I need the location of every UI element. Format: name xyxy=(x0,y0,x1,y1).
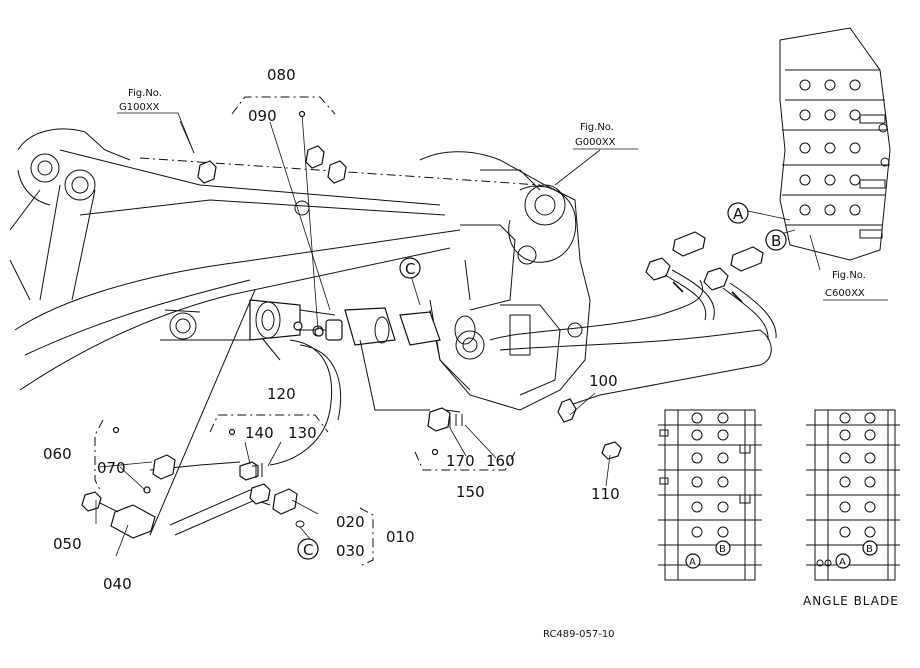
detail1-marker-b: B xyxy=(715,540,731,556)
callout-090: 090 xyxy=(248,107,277,125)
callout-labels: 080 090 120 140 130 060 070 050 040 020 … xyxy=(43,66,620,593)
figure-references: Fig.No. G100XX Fig.No. G000XX Fig.No. C6… xyxy=(117,88,888,301)
callout-070: 070 xyxy=(97,459,126,477)
fig-ref-c600-line2: C600XX xyxy=(825,288,865,299)
fig-ref-g000-line2: G000XX xyxy=(575,137,616,148)
callout-160: 160 xyxy=(486,452,515,470)
cylinder-and-fittings xyxy=(149,279,772,536)
callout-020: 020 xyxy=(336,513,365,531)
callout-030: 030 xyxy=(336,542,365,560)
callout-120: 120 xyxy=(267,385,296,403)
svg-text:A: A xyxy=(689,557,696,568)
caption-angle-blade: ANGLE BLADE xyxy=(803,594,899,608)
lower-left-fittings xyxy=(81,321,622,539)
valve-fittings xyxy=(645,231,777,341)
callout-050: 050 xyxy=(53,535,82,553)
svg-text:A: A xyxy=(733,205,744,223)
callout-080: 080 xyxy=(267,66,296,84)
swing-bracket-drawing xyxy=(419,151,591,411)
callout-060: 060 xyxy=(43,445,72,463)
svg-text:B: B xyxy=(719,544,726,555)
drawing-code: RC489-057-10 xyxy=(543,629,615,640)
marker-c-cylinder: C xyxy=(399,257,421,279)
detail2-marker-a: A xyxy=(835,553,851,569)
marker-b-main: B xyxy=(765,229,787,251)
connector-markers: A B C C xyxy=(297,202,787,560)
fig-ref-g000-line1: Fig.No. xyxy=(580,122,614,133)
group-brackets xyxy=(94,96,516,567)
fig-ref-g100-line2: G100XX xyxy=(119,102,160,113)
callout-140: 140 xyxy=(245,424,274,442)
svg-text:C: C xyxy=(405,260,415,278)
svg-text:C: C xyxy=(303,541,313,559)
marker-a-main: A xyxy=(727,202,749,224)
svg-text:B: B xyxy=(771,232,781,250)
boom-arm-drawing xyxy=(9,128,541,391)
fig-ref-c600-line1: Fig.No. xyxy=(832,270,866,281)
callout-130: 130 xyxy=(288,424,317,442)
callout-010: 010 xyxy=(386,528,415,546)
svg-text:A: A xyxy=(839,557,846,568)
callout-170: 170 xyxy=(446,452,475,470)
callout-150: 150 xyxy=(456,483,485,501)
detail1-marker-a: A xyxy=(685,553,701,569)
callout-040: 040 xyxy=(103,575,132,593)
detail2-marker-b: B xyxy=(862,540,878,556)
callout-100: 100 xyxy=(589,372,618,390)
callout-110: 110 xyxy=(591,485,620,503)
valve-detail-standard: A B xyxy=(658,409,762,581)
marker-c-fitting: C xyxy=(297,538,319,560)
fig-ref-g100-line1: Fig.No. xyxy=(128,88,162,99)
valve-detail-angle-blade: A B xyxy=(806,409,900,581)
svg-text:B: B xyxy=(866,544,873,555)
control-valve-stack xyxy=(779,27,891,261)
